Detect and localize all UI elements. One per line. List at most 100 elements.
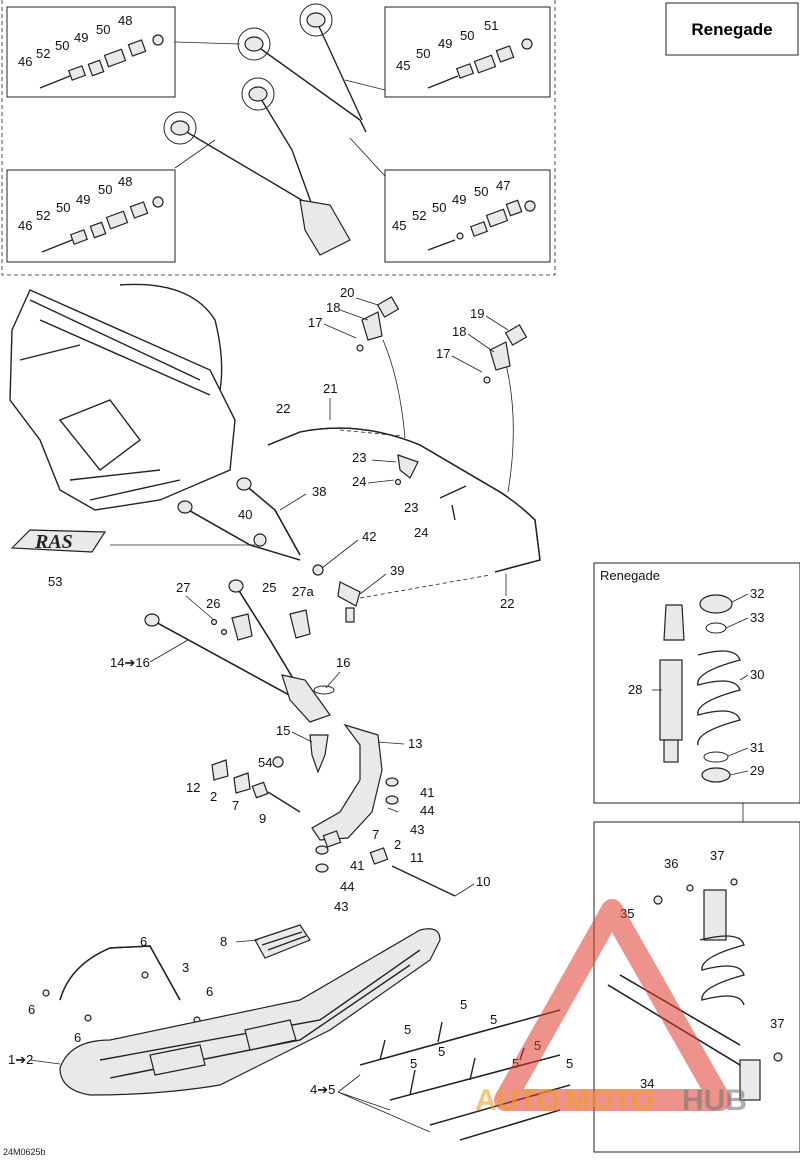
callout: 50 (55, 38, 69, 53)
model-label-box: Renegade (665, 2, 799, 56)
callout: 5 (438, 1044, 445, 1059)
callout: 30 (750, 667, 764, 682)
callout: 6 (206, 984, 213, 999)
ski-pad (254, 924, 311, 959)
callout: 51 (484, 18, 498, 33)
callout: 42 (362, 529, 376, 544)
callout: 7 (372, 827, 379, 842)
callout: 54 (258, 755, 272, 770)
callout: 52 (412, 208, 426, 223)
callout: 18 (452, 324, 466, 339)
callout: 5 (490, 1012, 497, 1027)
callout: 34 (640, 1076, 654, 1091)
callout: 22 (276, 401, 290, 416)
detail-box-bottom-left: 46 52 50 49 50 48 (6, 139, 216, 263)
callout: 14➔16 (110, 655, 150, 670)
callout: 38 (312, 484, 326, 499)
callout: 37 (710, 848, 724, 863)
callout: 33 (750, 610, 764, 625)
callout: 19 (470, 306, 484, 321)
callout: 17 (308, 315, 322, 330)
callout: 24 (352, 474, 366, 489)
detail-box-bottom-right: 45 52 50 49 50 47 (349, 137, 551, 263)
callout: 31 (750, 740, 764, 755)
model-label: Renegade (691, 20, 772, 39)
callout: 1➔2 (8, 1052, 33, 1067)
chassis-frame-illustration (9, 283, 236, 511)
callout: 48 (118, 174, 132, 189)
watermark: AUTO MOTO HUB (475, 899, 747, 1117)
callout: 5 (460, 997, 467, 1012)
callout: 18 (326, 300, 340, 315)
callout: 50 (432, 200, 446, 215)
callout: 4➔5 (310, 1082, 335, 1097)
leader-lines (29, 297, 749, 1133)
callout: 36 (664, 856, 678, 871)
callout: 46 (18, 54, 32, 69)
callout: 47 (496, 178, 510, 193)
callout: 50 (416, 46, 430, 61)
callout: 17 (436, 346, 450, 361)
callout: 27a (292, 584, 314, 599)
ras-logo-text: RAS (34, 531, 73, 553)
callout: 43 (410, 822, 424, 837)
shock-panel-label: Renegade (600, 568, 660, 583)
callout: 44 (340, 879, 354, 894)
callout: 20 (340, 285, 354, 300)
callout: 13 (408, 736, 422, 751)
callout: 49 (74, 30, 88, 45)
callout: 49 (438, 36, 452, 51)
callout: 37 (770, 1016, 784, 1031)
lower-a-arm (144, 579, 335, 723)
shock-panel: Renegade (593, 562, 800, 804)
callout: 48 (118, 13, 132, 28)
callout: 15 (276, 723, 290, 738)
callout: 26 (206, 596, 220, 611)
detail-box-top-left: 46 52 50 49 50 48 (6, 6, 241, 98)
callout: 12 (186, 780, 200, 795)
callout: 50 (460, 28, 474, 43)
callout: 23 (404, 500, 418, 515)
sway-bar (267, 339, 541, 599)
callout: 7 (232, 798, 239, 813)
callout: 45 (392, 218, 406, 233)
callout: 27 (176, 580, 190, 595)
assembly-panel (593, 803, 800, 1153)
callout: 2 (210, 789, 217, 804)
callout: 49 (452, 192, 466, 207)
callout: 29 (750, 763, 764, 778)
callout: 5 (404, 1022, 411, 1037)
callout: 3 (182, 960, 189, 975)
callout: 22 (500, 596, 514, 611)
callout: 21 (323, 381, 337, 396)
callout: 5 (410, 1056, 417, 1071)
ski-handle (42, 945, 201, 1024)
callout: 41 (420, 785, 434, 800)
bushing-kit-illustration (39, 34, 164, 89)
callout: 50 (474, 184, 488, 199)
callout: 11 (410, 850, 424, 865)
callout: 53 (48, 574, 62, 589)
callout: 6 (28, 1002, 35, 1017)
watermark-part2: MOTO (565, 1084, 654, 1117)
callout: 9 (259, 811, 266, 826)
callout: 5 (566, 1056, 573, 1071)
callout: 25 (262, 580, 276, 595)
ras-logo: RAS (10, 529, 255, 553)
callout: 2 (394, 837, 401, 852)
callout-labels: 20 18 17 19 18 17 21 22 23 24 23 24 38 4… (8, 285, 784, 1097)
spindle-assembly (211, 723, 456, 897)
detail-box-top-right: 45 50 49 50 51 (344, 6, 551, 98)
callout: 28 (628, 682, 642, 697)
callout: 40 (238, 507, 252, 522)
sway-link-hardware (356, 296, 528, 521)
a-arm-exploded-top (163, 3, 367, 256)
callout: 46 (18, 218, 32, 233)
callout: 6 (140, 934, 147, 949)
callout: 24 (414, 525, 428, 540)
callout: 10 (476, 874, 490, 889)
callout: 50 (98, 182, 112, 197)
watermark-part1: AUTO (475, 1084, 559, 1117)
callout: 8 (220, 934, 227, 949)
